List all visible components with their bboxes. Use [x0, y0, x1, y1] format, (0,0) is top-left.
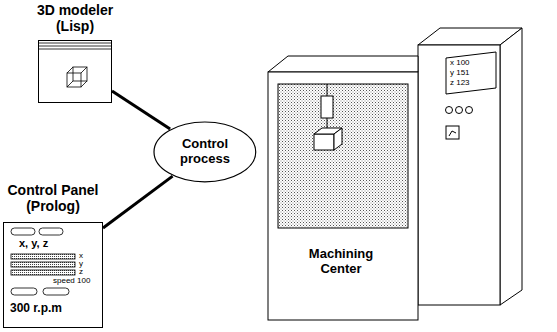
connector-line	[103, 176, 173, 228]
node-heading: 3D modeler (Lisp)	[30, 2, 120, 34]
node-heading: Control Panel (Prolog)	[0, 182, 106, 214]
modeler-window-art	[38, 43, 112, 87]
slider-label: z	[79, 267, 83, 276]
slider-label: y	[79, 259, 83, 268]
ellipse-shape	[154, 122, 256, 182]
connector-line	[112, 91, 170, 129]
process-ellipse: Control process	[153, 121, 257, 183]
window-frame	[38, 40, 112, 103]
machine-label: Machining Center	[291, 247, 391, 277]
display-readout: z 123	[450, 78, 470, 87]
window-box: Control Panel (Prolog) x, y, z xyzspeed 10…	[0, 182, 106, 328]
machining-center-art	[268, 28, 522, 320]
window-box: 3D modeler (Lisp)	[30, 2, 120, 103]
machine-box: Machining Center x 100y 151z 123	[260, 25, 525, 325]
rpm-label: 300 r.p.m	[10, 302, 62, 316]
slider-label: x	[79, 251, 83, 260]
axis-label: x, y, z	[19, 237, 48, 250]
display-readout: x 100	[450, 58, 470, 67]
process-label: Control process	[170, 137, 240, 167]
display-readout: y 151	[450, 68, 470, 77]
speed-label: speed 100	[53, 276, 90, 285]
